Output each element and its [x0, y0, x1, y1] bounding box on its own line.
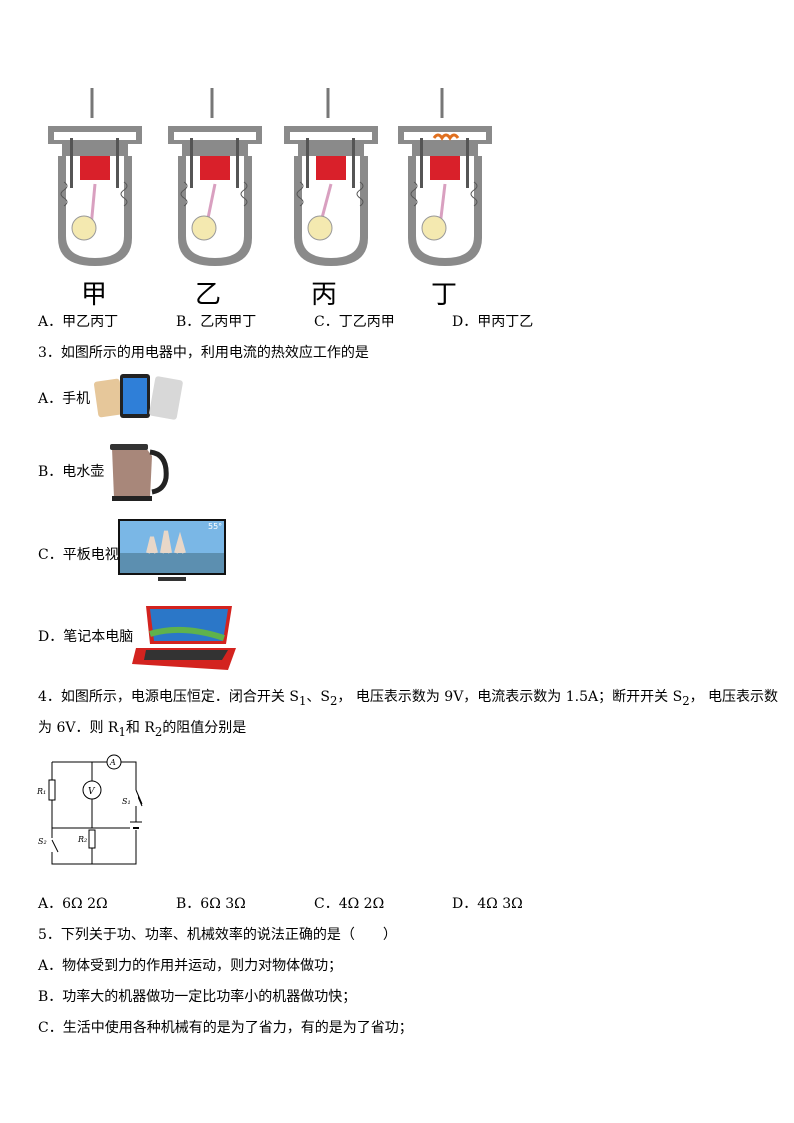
engine-label-ding: 丁 — [430, 280, 457, 310]
engine-diagram-yi — [168, 88, 262, 266]
engine-label-yi: 乙 — [194, 280, 221, 310]
q4-s2-subscript: 2 — [329, 693, 338, 708]
q2-option-c: C．丁乙丙甲 — [314, 314, 395, 330]
electric-kettle-image — [110, 444, 169, 501]
tv-size-badge: 55° — [208, 522, 222, 531]
q2-option-b: B．乙丙甲丁 — [176, 314, 257, 330]
q5-option-b: B．功率大的机器做功一定比功率小的机器做功快； — [38, 989, 357, 1005]
q5-option-c: C．生活中使用各种机械有的是为了省力，有的是为了省功； — [38, 1020, 413, 1036]
smartphone-image — [94, 374, 183, 420]
q4-stem-line1: 4．如图所示，电源电压恒定．闭合开关 S1、S2， 电压表示数为 9V，电流表示… — [38, 688, 778, 710]
q3-option-a: A．手机 — [38, 391, 91, 407]
q4-stem-line2: 为 6V．则 R1和 R2的阻值分别是 — [38, 719, 246, 741]
q4-stem-text: ， 电压表示数 — [689, 689, 779, 705]
q4-option-b: B．6Ω 3Ω — [176, 896, 246, 912]
q2-option-d: D．甲丙丁乙 — [452, 314, 534, 330]
q4-stem-text: 、S — [306, 689, 330, 705]
q4-s1-subscript: 1 — [298, 693, 307, 708]
q4-stem-text: 和 R — [125, 720, 155, 736]
q3-stem: 3．如图所示的用电器中，利用电流的热效应工作的是 — [38, 345, 369, 361]
voltmeter-label: V — [88, 787, 96, 797]
q3-option-c: C．平板电视 — [38, 547, 119, 563]
q4-stem-text: 为 6V．则 R — [38, 720, 119, 736]
engine-label-bing: 丙 — [310, 280, 337, 310]
q4-stem-text: ， 电压表示数为 9V，电流表示数为 1.5A；断开开关 S — [337, 689, 683, 705]
engine-stroke-diagrams: 甲 乙 丙 丁 — [36, 88, 506, 310]
flat-tv-image: 55° — [118, 519, 226, 581]
s1-label: S₁ — [122, 797, 131, 806]
q4-stem-text: 4．如图所示，电源电压恒定．闭合开关 S — [38, 689, 299, 705]
s2-label: S₂ — [38, 837, 47, 846]
q3-option-b: B．电水壶 — [38, 464, 105, 480]
engine-diagram-jia — [48, 88, 142, 266]
q5-stem: 5．下列关于功、功率、机械效率的说法正确的是（ ） — [38, 927, 397, 943]
q4-r2-subscript: 2 — [154, 724, 163, 739]
engine-diagram-ding — [398, 88, 492, 266]
r1-label: R₁ — [36, 787, 46, 796]
q3-option-d: D．笔记本电脑 — [38, 629, 134, 645]
r2-label: R₂ — [77, 835, 87, 844]
q4-stem-text: 的阻值分别是 — [162, 720, 247, 736]
q2-option-a: A．甲乙丙丁 — [38, 314, 119, 330]
circuit-diagram: V A R₁ R₂ S₁ S₂ — [36, 754, 143, 865]
q4-option-c: C．4Ω 2Ω — [314, 896, 385, 912]
laptop-image — [132, 606, 236, 670]
q4-option-a: A．6Ω 2Ω — [38, 896, 108, 912]
engine-diagram-bing — [284, 88, 378, 266]
engine-label-jia: 甲 — [80, 280, 107, 310]
q5-option-a: A．物体受到力的作用并运动，则力对物体做功； — [38, 958, 343, 974]
q4-r1-subscript: 1 — [118, 724, 126, 739]
ammeter-label: A — [109, 758, 116, 767]
q4-s2-subscript: 2 — [682, 693, 690, 708]
q4-option-d: D．4Ω 3Ω — [452, 896, 523, 912]
